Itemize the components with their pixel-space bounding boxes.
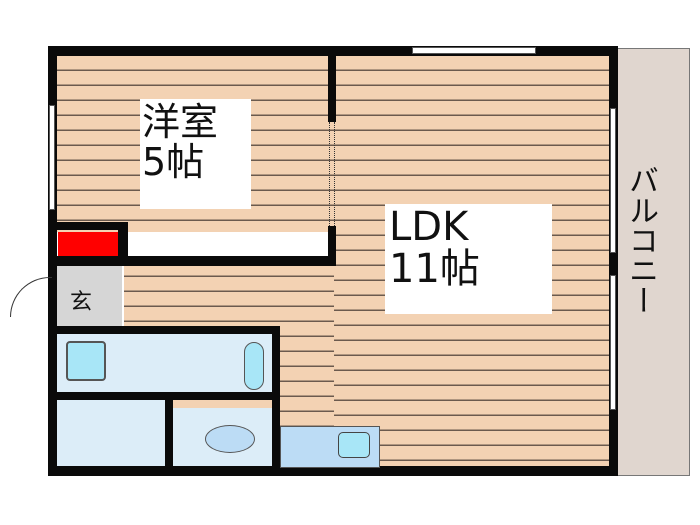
ldk-label: LDK 11帖 bbox=[385, 204, 552, 314]
sliding-door[interactable] bbox=[329, 122, 335, 226]
bath-icon bbox=[244, 342, 264, 390]
wet-area-divider bbox=[57, 392, 272, 400]
ldk-size: 11帖 bbox=[389, 246, 480, 292]
kitchen-sink-icon bbox=[338, 432, 370, 458]
western-room-bottom-wall bbox=[48, 256, 336, 266]
wet-area-right-wall bbox=[272, 326, 280, 476]
entrance bbox=[57, 266, 122, 326]
washbasin-icon bbox=[66, 341, 106, 381]
wet-area-top-wall bbox=[48, 326, 280, 334]
entrance-label: 玄 bbox=[70, 290, 93, 315]
western-room-size: 5帖 bbox=[142, 139, 205, 184]
western-room-label: 洋室 5帖 bbox=[140, 99, 251, 209]
toilet-icon bbox=[205, 425, 255, 453]
balcony-window-2 bbox=[610, 275, 616, 410]
ldk-name: LDK bbox=[389, 204, 469, 250]
outer-wall-right bbox=[609, 46, 618, 476]
closet-top-wall bbox=[48, 222, 128, 230]
partition-wall-upper bbox=[328, 46, 336, 122]
balcony bbox=[614, 48, 690, 476]
outer-wall-bottom bbox=[48, 466, 618, 476]
western-room-name: 洋室 bbox=[142, 100, 219, 144]
shoe-box bbox=[58, 232, 118, 256]
western-room-window bbox=[49, 105, 55, 210]
closet-wall bbox=[118, 222, 128, 262]
balcony-label: バルコニー bbox=[623, 165, 658, 315]
top-window bbox=[412, 47, 536, 54]
shower-toilet-wall bbox=[165, 395, 173, 476]
entrance-door[interactable] bbox=[10, 277, 52, 317]
partition-wall-lower bbox=[328, 226, 336, 266]
balcony-window bbox=[610, 108, 616, 253]
shower-room bbox=[57, 400, 165, 466]
